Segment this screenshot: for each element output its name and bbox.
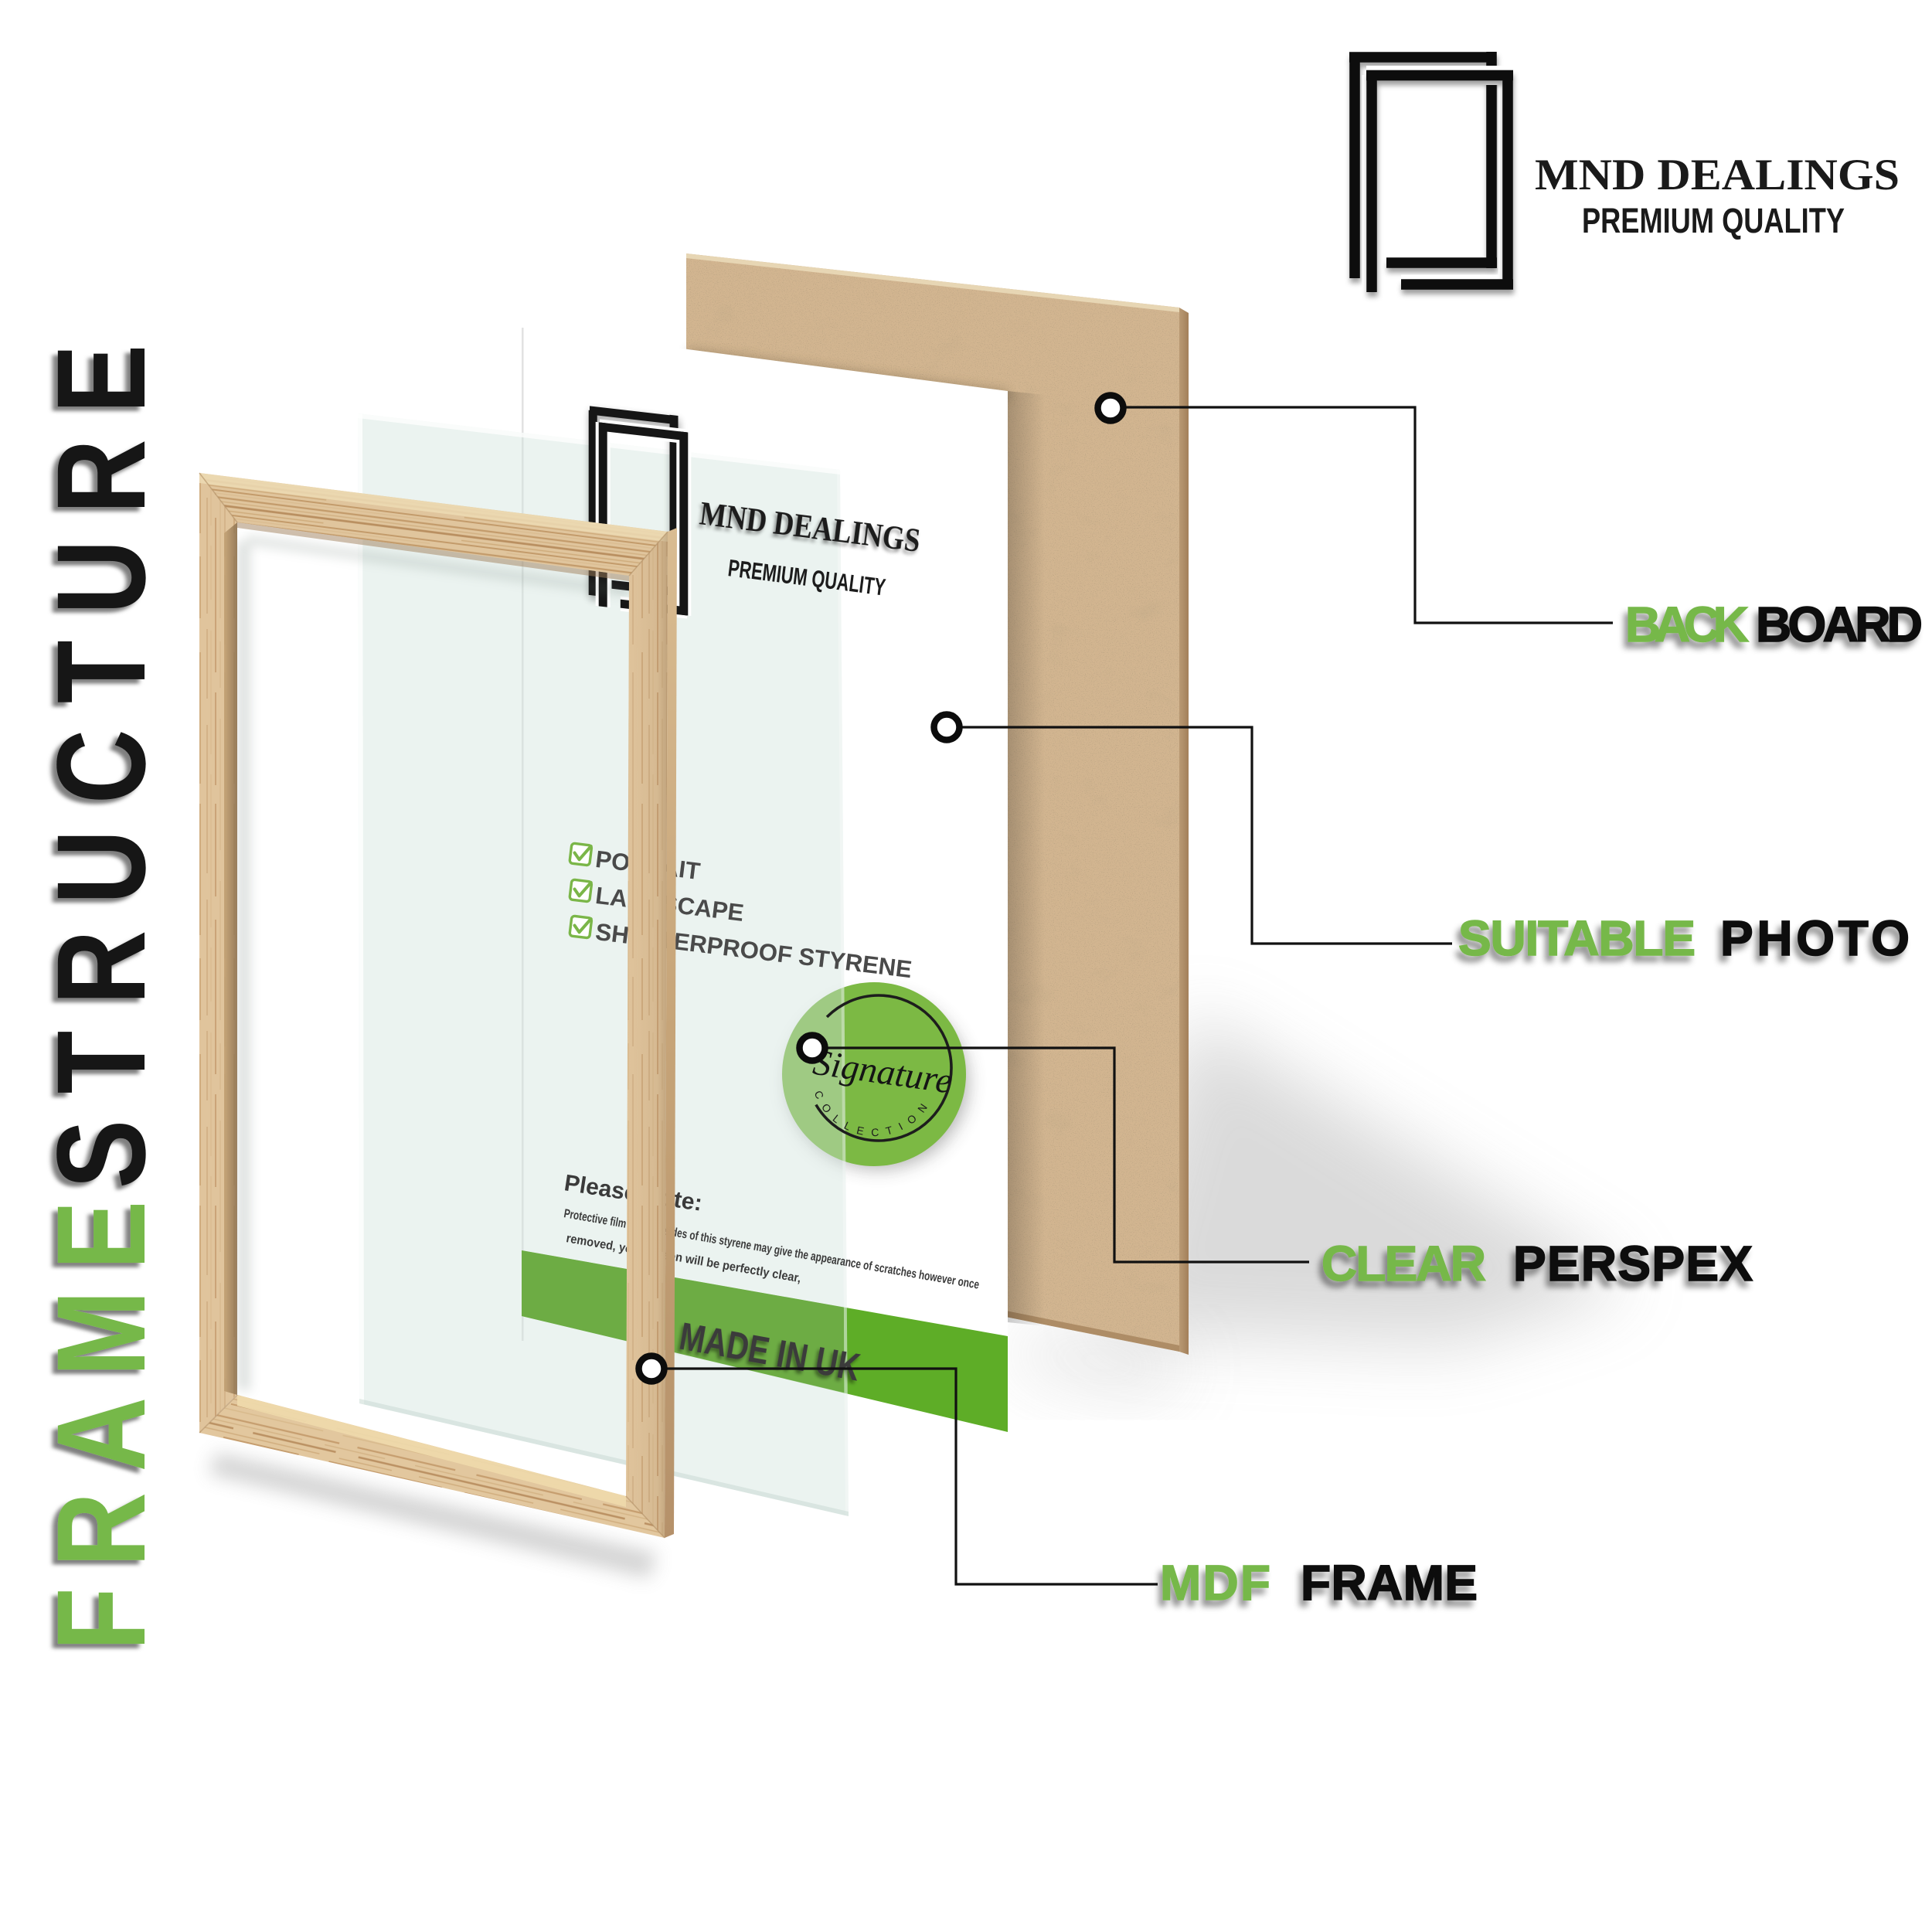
svg-text:STRUCTURE: STRUCTURE — [30, 345, 172, 1189]
svg-text:MND DEALINGS: MND DEALINGS — [1535, 151, 1900, 199]
svg-text:BACK: BACK — [1625, 597, 1749, 652]
svg-text:PHOTO: PHOTO — [1720, 910, 1910, 966]
svg-text:MDF: MDF — [1160, 1555, 1270, 1611]
svg-text:SUITABLE: SUITABLE — [1458, 910, 1696, 966]
svg-text:CLEAR: CLEAR — [1321, 1236, 1486, 1291]
svg-text:BOARD: BOARD — [1756, 597, 1923, 652]
svg-text:FRAME: FRAME — [1301, 1555, 1478, 1611]
svg-text:PREMIUM QUALITY: PREMIUM QUALITY — [1582, 201, 1845, 240]
svg-text:FRAME: FRAME — [30, 1201, 172, 1651]
svg-text:PERSPEX: PERSPEX — [1513, 1236, 1753, 1291]
